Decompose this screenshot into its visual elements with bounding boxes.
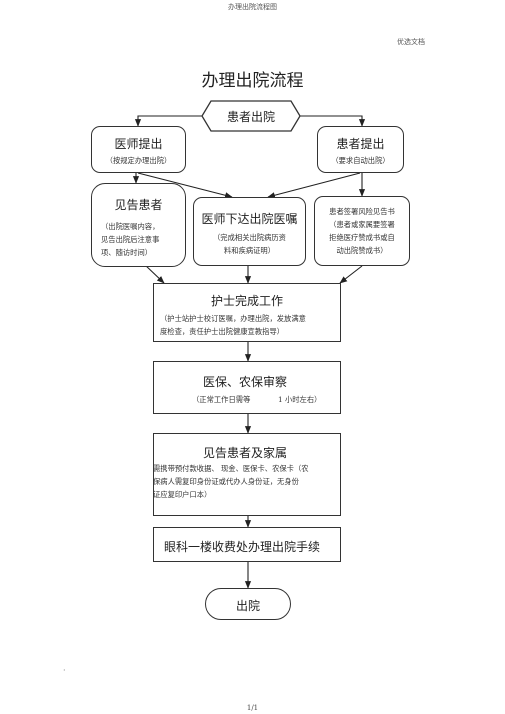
end-label: 出院 [235, 599, 260, 613]
start-label: 患者出院 [226, 110, 275, 124]
margin-mark: · [63, 666, 66, 675]
page-footer: 1/1 [246, 704, 259, 712]
risk-notice-line-2: （患者或家属要签署 [329, 220, 395, 229]
see-patient-line-2: 见告出院后注意事 [101, 235, 160, 244]
doctor-order-line-1: （完成相关出院病历资 [213, 233, 286, 242]
nurse-line-1: （护士站护士校订医嘱，办理出院，发放满意 [160, 314, 306, 323]
see-patient-line-3: 项、随访时间） [101, 248, 153, 257]
see-patient-details: （出院医嘱内容， 见告出院后注意事 项、随访时间） [101, 220, 159, 259]
risk-notice-box: 患者签署风险见告书 （患者或家属要签署 拒绝医疗赞成书或自 动出院赞成书） [314, 196, 410, 266]
family-title: 见告患者及家属 [203, 446, 288, 460]
doctor-proposal-title: 医师提出 [114, 137, 163, 151]
see-patient-title: 见告患者 [114, 198, 163, 212]
patient-proposal-note: （要求自动出院） [331, 156, 390, 165]
risk-notice-details: 患者签署风险见告书 （患者或家属要签署 拒绝医疗赞成书或自 动出院赞成书） [315, 205, 409, 257]
arrow-risk-to-nurse [339, 265, 363, 284]
page-header-title: 办理出院流程图 [228, 3, 277, 11]
doctor-order-line-2: 料和疾病证明） [223, 246, 276, 255]
insurance-title: 医保、农保审察 [203, 375, 288, 389]
nurse-title: 护士完成工作 [211, 294, 284, 308]
page-header-tag: 优选文档 [397, 38, 425, 46]
risk-notice-line-3: 拒绝医疗赞成书或自 [329, 233, 395, 242]
family-line-3: 证应复印户口本） [153, 490, 212, 499]
nurse-box: 护士完成工作 （护士站护士校订医嘱，办理出院，发放满意 度检查，责任护士出院健康… [153, 283, 341, 342]
patient-proposal-title: 患者提出 [336, 137, 385, 151]
doctor-order-title: 医师下达出院医嘱 [201, 212, 298, 226]
doctor-order-details: （完成相关出院病历资 料和疾病证明） [194, 231, 305, 257]
arrow-start-to-patient [297, 115, 366, 127]
family-box: 见告患者及家属 需携带预付款收据、 现金、医保卡、农保卡（农 保病人需复印身份证… [153, 433, 341, 516]
nurse-details: （护士站护士校订医嘱，办理出院，发放满意 度检查，责任护士出院健康宣教指导） [160, 312, 306, 338]
see-patient-line-1: （出院医嘱内容， [101, 222, 160, 231]
document-title: 办理出院流程 [201, 71, 304, 91]
arrow-patient-to-order [267, 172, 361, 199]
risk-notice-line-1: 患者签署风险见告书 [329, 207, 395, 216]
insurance-box: 医保、农保审察 （正常工作日需等 1 小时左右） [153, 361, 341, 414]
patient-proposal-box: 患者提出 （要求自动出院） [317, 126, 404, 173]
doctor-order-box: 医师下达出院医嘱 （完成相关出院病历资 料和疾病证明） [193, 197, 306, 266]
insurance-note-b: 1 小时左右） [278, 395, 322, 404]
doctor-proposal-box: 医师提出 （按规定办理出院） [91, 126, 186, 173]
see-patient-box: 见告患者 （出院医嘱内容， 见告出院后注意事 项、随访时间） [91, 183, 186, 267]
end-node: 出院 [205, 588, 291, 620]
family-line-1: 需携带预付款收据、 现金、医保卡、农保卡（农 [153, 464, 309, 473]
arrow-doctor-to-order [137, 172, 233, 199]
family-details: 需携带预付款收据、 现金、医保卡、农保卡（农 保病人需复印身份证或代办人身份证，… [153, 462, 309, 501]
checkout-label: 眼科一楼收费处办理出院手续 [164, 540, 321, 554]
arrow-seepatient-to-nurse [143, 263, 165, 284]
insurance-note-a: （正常工作日需等 [192, 395, 251, 404]
arrow-start-to-doctor [134, 115, 207, 127]
risk-notice-line-4: 动出院赞成书） [336, 246, 388, 255]
family-line-2: 保病人需复印身份证或代办人身份证，无身份 [153, 477, 299, 486]
nurse-line-2: 度检查，责任护士出院健康宣教指导） [160, 327, 285, 336]
start-node [201, 100, 301, 132]
doctor-proposal-note: （按规定办理出院） [105, 156, 172, 165]
checkout-box: 眼科一楼收费处办理出院手续 [153, 527, 341, 562]
